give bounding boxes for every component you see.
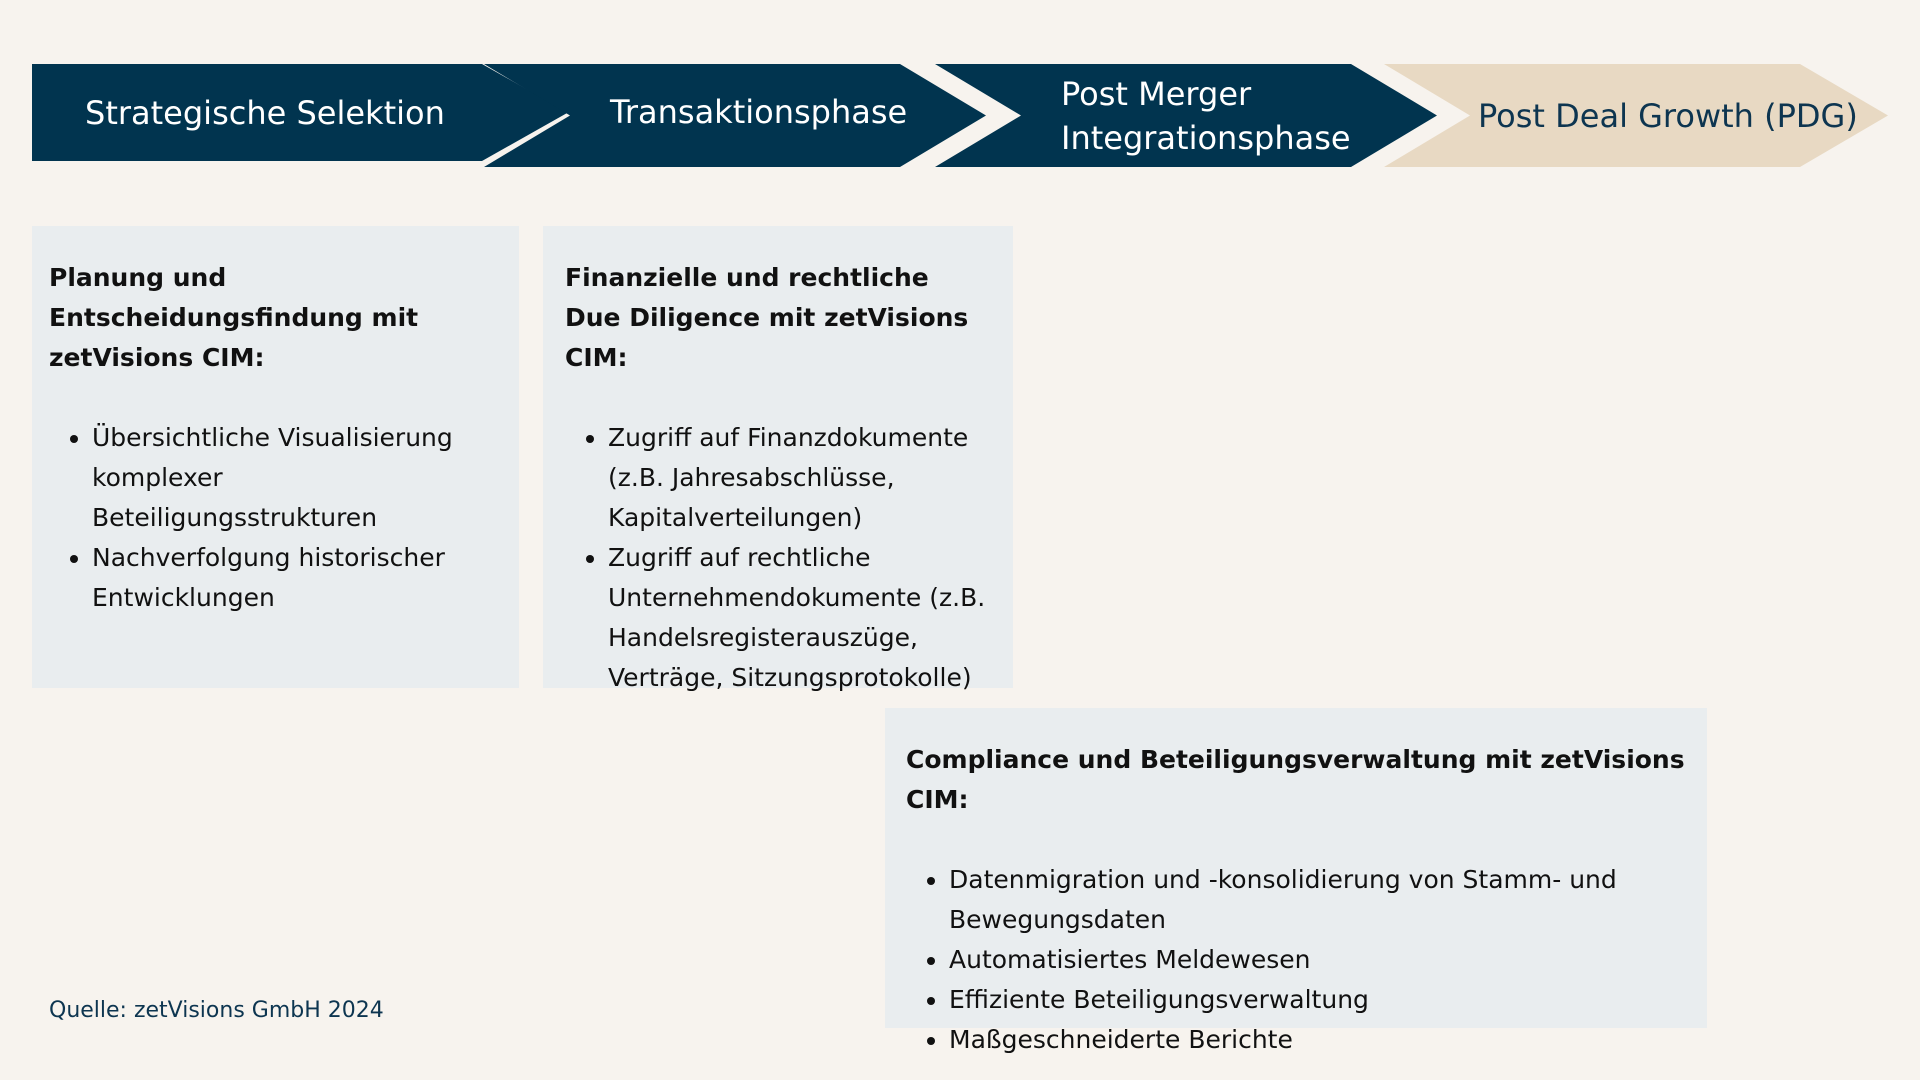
box-bullet-list: Datenmigration und -konsolidierung von S… [906, 860, 1687, 1060]
phase-label: Strategische Selektion [85, 93, 445, 132]
list-item: Zugriff auf rechtliche Unternehmendokume… [608, 538, 1003, 698]
list-item: Datenmigration und -konsolidierung von S… [949, 860, 1687, 940]
description-box-transaktionsphase: Finanzielle und rechtliche Due Diligence… [543, 226, 1013, 692]
description-box-post-merger-integration: Compliance und Beteiligungsverwaltung mi… [885, 708, 1707, 1054]
box-title: Finanzielle und rechtliche Due Diligence… [565, 263, 969, 372]
phase-label: Post Merger Integrationsphase [1061, 74, 1351, 157]
list-item: Zugriff auf Finanzdokumente (z.B. Jahres… [608, 418, 1003, 538]
phase-arrow-post-deal-growth: Post Deal Growth (PDG) [1384, 64, 1888, 167]
box-bullet-list: Zugriff auf Finanzdokumente (z.B. Jahres… [565, 418, 1003, 698]
phase-label: Transaktionsphase [610, 92, 908, 131]
description-box-strategische-selektion: Planung und Entscheidungsfindung mit zet… [32, 226, 519, 688]
box-bullet-list: Übersichtliche Visualisierung komplexer … [49, 418, 501, 618]
phase-arrow-strategische-selektion: Strategische Selektion [32, 64, 568, 161]
box-title: Compliance und Beteiligungsverwaltung mi… [906, 745, 1685, 814]
list-item: Effiziente Beteiligungsverwaltung [949, 980, 1687, 1020]
list-item: Nachverfolgung historischer Entwicklunge… [92, 538, 501, 618]
list-item: Übersichtliche Visualisierung komplexer … [92, 418, 501, 538]
box-title: Planung und Entscheidungsfindung mit zet… [49, 263, 419, 372]
phase-label: Post Deal Growth (PDG) [1478, 96, 1858, 135]
source-note: Quelle: zetVisions GmbH 2024 [49, 998, 384, 1023]
phase-flow: Strategische Selektion Transaktionsphase… [0, 0, 1920, 180]
list-item: Maßgeschneiderte Berichte [949, 1020, 1687, 1060]
phase-arrow-post-merger-integration: Post Merger Integrationsphase [935, 64, 1437, 167]
list-item: Automatisiertes Meldewesen [949, 940, 1687, 980]
